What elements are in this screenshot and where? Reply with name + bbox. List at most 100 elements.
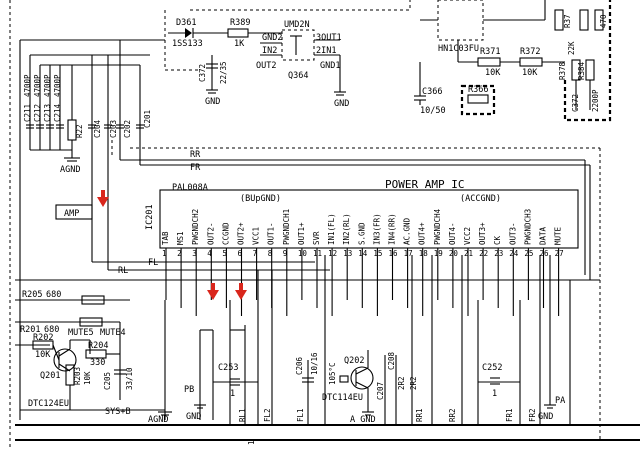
- label-r378-val: 22K: [567, 41, 576, 55]
- label-c208: C208: [387, 351, 396, 370]
- label-c201: C201: [143, 110, 152, 128]
- label-r204-val: 330: [90, 358, 105, 368]
- ground-icon: [64, 157, 80, 162]
- label-fl: FL: [148, 258, 158, 268]
- ground-icon: [334, 91, 346, 96]
- capacitor-bank: [20, 39, 165, 165]
- label-c372-val: 22/35: [219, 61, 228, 84]
- label-c366-val: 10/50: [420, 106, 446, 116]
- label-mute5: MUTE5: [68, 328, 94, 338]
- label-fr: FR: [190, 163, 201, 173]
- ic-pin-name: CCGND: [221, 222, 230, 245]
- label-out2: OUT2: [256, 61, 276, 71]
- label-pb: PB: [184, 385, 194, 395]
- label-c253: C253: [218, 363, 238, 373]
- ic-pin-number: 3: [192, 249, 197, 258]
- label-c203: C203: [109, 120, 118, 138]
- label-agnd: AGND: [60, 165, 80, 175]
- label-c213: C213: [43, 104, 52, 122]
- ic-pin-number: 6: [238, 249, 243, 258]
- ic-pin-name: AC.GND: [403, 217, 412, 245]
- ground-icon: [362, 411, 374, 416]
- label-fr1: FR1: [505, 408, 514, 422]
- ic-pin-name: IN3(FR): [372, 213, 381, 245]
- label-c206-val: 10/16: [310, 352, 319, 375]
- label-rr2: RR2: [448, 408, 457, 422]
- resistor-r371: [477, 57, 501, 67]
- ic-title: POWER AMP IC: [385, 178, 464, 191]
- label-c211-val: 4700P: [23, 74, 32, 97]
- ic-pin-name: OUT1+: [297, 222, 306, 245]
- resistor-r201: [79, 317, 103, 327]
- label-rr: RR: [190, 150, 201, 160]
- ic-pin-stubs: [165, 248, 560, 316]
- ic-pin-number: 13: [343, 249, 352, 258]
- ic-pin-number: 26: [540, 249, 550, 258]
- label-q364: Q364: [288, 71, 308, 81]
- label-r37x: R37: [563, 14, 572, 28]
- arrow-down-icon: [207, 283, 219, 300]
- ic-pin-name: OUT3-: [508, 222, 517, 245]
- ic-pin-number: 19: [434, 249, 443, 258]
- label-c205-val: 33/10: [125, 367, 134, 390]
- label-c253-val: 1: [230, 389, 235, 399]
- ic-pin-name: OUT1-: [267, 222, 276, 245]
- label-c207: C207: [376, 382, 385, 400]
- ic-pin-name: PWGNDCH1: [282, 209, 291, 245]
- ground-icon: [194, 404, 206, 409]
- label-470: 470: [599, 14, 608, 28]
- signal-lines: [15, 40, 600, 420]
- ic-pin-name: SVR: [312, 231, 321, 245]
- label-gnd1: GND1: [320, 61, 340, 71]
- ic-pin-number: 24: [509, 249, 519, 258]
- ic-pin-name: PWGNDCH2: [191, 209, 200, 245]
- ic-pin-name: VCC1: [252, 227, 261, 245]
- label-c202: C202: [123, 120, 132, 138]
- label-r203-val: 10K: [83, 371, 92, 385]
- label-rl1: RL1: [238, 408, 247, 422]
- ic-pin-number: 9: [283, 249, 288, 258]
- label-agnd2: AGND: [148, 415, 168, 425]
- label-c372: C372: [198, 64, 207, 82]
- label-q201-part: DTC124EU: [28, 399, 69, 409]
- amp-label: AMP: [64, 209, 79, 219]
- label-r202-val: 10K: [35, 350, 51, 360]
- label-fl1: FL1: [296, 408, 305, 422]
- ic-pin-number: 17: [404, 249, 413, 258]
- ground-icon: [206, 89, 218, 94]
- label-fr2: FR2: [528, 408, 537, 422]
- right-bottom-circuit: [384, 255, 571, 425]
- label-c366: C366: [422, 87, 442, 97]
- dashed-enclosures: [9, 0, 612, 450]
- label-r22: R22: [75, 124, 84, 138]
- label-sysb: SYS+B: [105, 407, 131, 417]
- ic-pin-name: IN1(FL): [327, 213, 336, 245]
- label-gnd2: GND2: [262, 33, 282, 43]
- label-gnd-pa: GND: [538, 412, 553, 422]
- label-c212: C212: [33, 104, 42, 122]
- ic-pin-name: OUT4-: [448, 222, 457, 245]
- label-c252: C252: [482, 363, 502, 373]
- label-in2: IN2: [262, 46, 277, 56]
- ic-pin-name: PWGNDCH3: [523, 209, 532, 245]
- label-c214: C214: [53, 103, 62, 122]
- label-q202-part: DTC114EU: [322, 393, 363, 403]
- ic-bupgnd: (BUpGND): [240, 194, 281, 204]
- ic-pin-name: OUT3+: [478, 222, 487, 245]
- resistor-r205: [81, 295, 105, 305]
- transistor-q201-icon: [53, 348, 77, 372]
- ic-pin-number: 16: [389, 249, 399, 258]
- ic-pin-name: MS1: [176, 231, 185, 245]
- label-r372: R372: [520, 47, 540, 57]
- label-d361: D361: [176, 18, 196, 28]
- ic-pin-number: 5: [222, 249, 227, 258]
- ic-pin-number: 8: [268, 249, 273, 258]
- label-q201: Q201: [40, 371, 60, 381]
- amp-label-box: [55, 204, 93, 220]
- label-rr1: RR1: [415, 408, 424, 422]
- label-hn1c03fu: HN1C03FU: [438, 44, 479, 54]
- label-rl: RL: [118, 266, 128, 276]
- label-d361-part: 1SS133: [172, 39, 203, 49]
- ic-pin-name: DATA: [539, 226, 548, 245]
- label-2r2a: 2R2: [397, 376, 406, 390]
